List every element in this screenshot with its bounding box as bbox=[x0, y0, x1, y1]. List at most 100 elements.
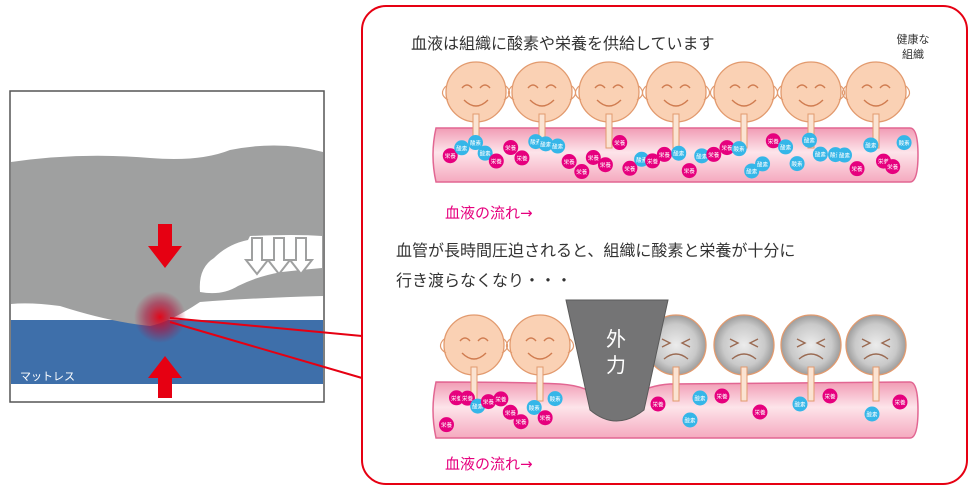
svg-text:栄養: 栄養 bbox=[516, 418, 528, 426]
nutrient-particle: 栄養 bbox=[438, 417, 454, 433]
nutrient-particle: 栄養 bbox=[502, 404, 518, 420]
nutrient-particle: 栄養 bbox=[645, 153, 661, 169]
svg-text:酸素: 酸素 bbox=[480, 150, 492, 158]
oxygen-particle: 酸素 bbox=[778, 139, 794, 155]
svg-text:酸素: 酸素 bbox=[636, 156, 648, 164]
nutrient-particle: 栄養 bbox=[574, 164, 590, 180]
oxygen-particle: 酸素 bbox=[755, 156, 771, 172]
nutrient-particle: 栄養 bbox=[714, 388, 730, 404]
svg-text:栄養: 栄養 bbox=[894, 399, 906, 407]
svg-text:栄養: 栄養 bbox=[708, 151, 720, 159]
svg-text:栄養: 栄養 bbox=[495, 395, 507, 403]
nutrient-particle: 栄養 bbox=[514, 150, 530, 166]
nutrient-particle: 栄養 bbox=[622, 160, 638, 176]
nutrient-particle: 栄養 bbox=[612, 135, 628, 151]
svg-text:栄養: 栄養 bbox=[716, 393, 728, 401]
middle-caption-1: 血管が長時間圧迫されると、組織に酸素と栄養が十分に bbox=[396, 241, 795, 260]
nutrient-particle: 栄養 bbox=[752, 404, 768, 420]
oxygen-particle: 酸素 bbox=[526, 399, 542, 415]
middle-caption-2: 行き渡らなくなり・・・ bbox=[396, 271, 572, 290]
svg-text:栄養: 栄養 bbox=[721, 144, 733, 152]
external-force-label-1: 外 bbox=[606, 327, 626, 351]
oxygen-particle: 酸素 bbox=[863, 137, 879, 153]
svg-text:酸素: 酸素 bbox=[684, 417, 696, 425]
nutrient-particle: 栄養 bbox=[849, 161, 865, 177]
svg-text:栄養: 栄養 bbox=[659, 151, 671, 159]
healthy-label-2: 組織 bbox=[902, 48, 924, 61]
oxygen-particle: 酸素 bbox=[550, 138, 566, 154]
svg-text:栄養: 栄養 bbox=[684, 167, 696, 175]
oxygen-particle: 酸素 bbox=[454, 140, 470, 156]
svg-text:酸素: 酸素 bbox=[540, 140, 552, 148]
svg-text:酸素: 酸素 bbox=[815, 151, 827, 159]
svg-text:酸素: 酸素 bbox=[694, 395, 706, 403]
nutrient-particle: 栄養 bbox=[488, 153, 504, 169]
svg-text:栄養: 栄養 bbox=[588, 154, 600, 162]
oxygen-particle: 酸素 bbox=[538, 136, 554, 152]
nutrient-particle: 栄養 bbox=[885, 159, 901, 175]
oxygen-particle: 酸素 bbox=[837, 147, 853, 163]
svg-text:酸素: 酸素 bbox=[456, 144, 468, 152]
small-arrows bbox=[243, 237, 315, 276]
svg-text:栄養: 栄養 bbox=[754, 409, 766, 417]
healthy-cell bbox=[574, 61, 644, 149]
oxygen-particle: 酸素 bbox=[792, 396, 808, 412]
svg-text:酸素: 酸素 bbox=[746, 167, 758, 175]
nutrient-particle: 栄養 bbox=[448, 390, 464, 406]
nutrient-particle: 栄養 bbox=[503, 140, 519, 156]
nutrient-particle: 栄養 bbox=[706, 146, 722, 162]
top-caption: 血液は組織に酸素や栄養を供給しています bbox=[411, 34, 715, 53]
healthy-cell bbox=[776, 61, 846, 149]
svg-text:酸素: 酸素 bbox=[530, 138, 542, 146]
oxygen-particle: 酸素 bbox=[634, 151, 650, 167]
deprived-cell bbox=[713, 314, 775, 402]
nutrient-particle: 栄養 bbox=[537, 410, 553, 426]
nutrient-particle: 栄養 bbox=[650, 396, 666, 412]
pressure-point bbox=[134, 291, 186, 343]
oxygen-particle: 酸素 bbox=[477, 145, 493, 161]
nutrient-particle: 栄養 bbox=[585, 150, 601, 166]
healthy-tissue-illustration: 栄養酸素酸素酸素栄養栄養栄養酸素酸素酸素栄養栄養栄養栄養栄養栄養酸素栄養栄養酸素… bbox=[432, 61, 919, 183]
svg-text:栄養: 栄養 bbox=[624, 165, 636, 173]
flow-label-bottom: 血液の流れ→ bbox=[445, 455, 533, 473]
oxygen-particle: 酸素 bbox=[744, 163, 760, 179]
oxygen-particle: 酸素 bbox=[864, 406, 880, 422]
nutrient-particle: 栄養 bbox=[493, 391, 509, 407]
svg-text:酸素: 酸素 bbox=[804, 137, 816, 145]
oxygen-particle: 酸素 bbox=[547, 391, 563, 407]
svg-text:酸素: 酸素 bbox=[865, 141, 877, 149]
mattress-label: マットレス bbox=[20, 371, 75, 383]
oxygen-particle: 酸素 bbox=[671, 145, 687, 161]
svg-text:栄養: 栄養 bbox=[516, 154, 528, 162]
healthy-cell bbox=[439, 314, 509, 402]
svg-text:酸素: 酸素 bbox=[866, 411, 878, 419]
svg-text:栄養: 栄養 bbox=[824, 393, 836, 401]
svg-text:酸素: 酸素 bbox=[470, 139, 482, 147]
oxygen-particle: 酸素 bbox=[468, 135, 484, 151]
zoom-connector bbox=[169, 317, 363, 379]
svg-text:栄養: 栄養 bbox=[505, 409, 517, 417]
svg-text:酸素: 酸素 bbox=[794, 401, 806, 409]
oxygen-particle: 酸素 bbox=[812, 146, 828, 162]
healthy-cell bbox=[505, 314, 575, 402]
nutrient-particle: 栄養 bbox=[442, 148, 458, 164]
svg-text:栄養: 栄養 bbox=[540, 414, 552, 422]
svg-text:酸素: 酸素 bbox=[696, 152, 708, 160]
svg-text:栄養: 栄養 bbox=[483, 398, 495, 406]
deprived-cell bbox=[845, 314, 907, 402]
svg-text:酸素: 酸素 bbox=[839, 152, 851, 160]
svg-text:栄養: 栄養 bbox=[852, 165, 864, 173]
svg-text:酸素: 酸素 bbox=[734, 145, 746, 153]
healthy-cell bbox=[441, 61, 511, 149]
svg-text:栄養: 栄養 bbox=[878, 158, 890, 166]
oxygen-particle: 酸素 bbox=[896, 135, 912, 151]
body-mattress-panel: マットレス bbox=[9, 90, 325, 403]
svg-text:栄養: 栄養 bbox=[887, 163, 899, 171]
svg-text:栄養: 栄養 bbox=[451, 394, 463, 402]
svg-text:栄養: 栄養 bbox=[441, 421, 453, 429]
oxygen-particle: 酸素 bbox=[682, 412, 698, 428]
svg-text:栄養: 栄養 bbox=[614, 139, 626, 147]
svg-text:栄養: 栄養 bbox=[564, 158, 576, 166]
svg-text:栄養: 栄養 bbox=[462, 395, 474, 403]
svg-text:栄養: 栄養 bbox=[505, 144, 517, 152]
